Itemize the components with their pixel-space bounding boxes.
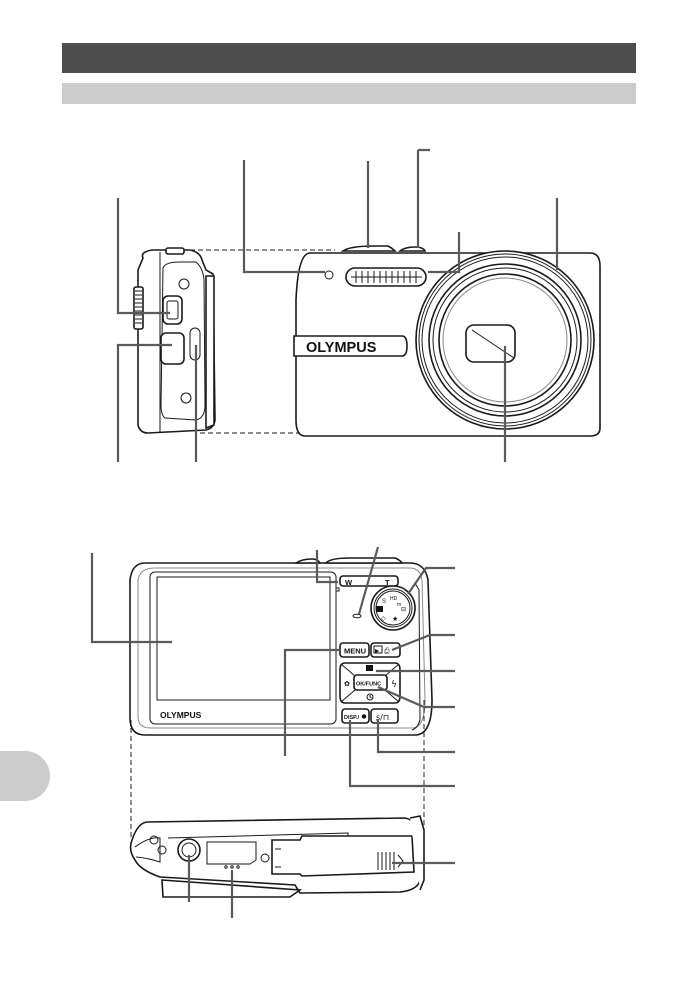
lens-icon [415,250,595,430]
svg-text:S: S [382,599,386,605]
front-logo-plate [293,335,408,357]
subsection-header-bar [62,83,636,104]
indicator-lamp-icon [352,613,362,619]
menu-button-label: MENU [344,647,366,656]
battery-card-cover [271,835,415,877]
exposure-compensation-icon [366,665,373,671]
leader-self-timer-lamp [242,160,325,274]
disp-button[interactable] [341,708,370,724]
macro-icon: ✿ [344,680,350,688]
leader-ok-func-button [377,685,455,709]
av-out-cover-icon [160,332,185,365]
lcd-monitor [156,576,331,701]
leader-monitor [90,553,172,644]
erase-button[interactable] [370,708,399,724]
svg-text:m: m [397,602,401,608]
self-timer-icon [366,693,374,701]
power-button-icon [397,246,427,252]
leader-disp-button [348,720,455,788]
chapter-side-tab [0,751,50,801]
leader-indicator-lamp [357,546,380,615]
zoom-tele-label: T [385,578,390,587]
leader-menu-button [283,648,340,756]
svg-text:HD: HD [390,596,398,602]
leader-power-button [416,148,430,248]
back-bottom-leader-lines [90,546,455,918]
camera-bottom-view [129,815,425,898]
camera-back-view: OLYMPUS W T S HD m ⊟ ★ ◇ MENU ▶ ⎙ [129,557,433,736]
svg-text:◇: ◇ [381,616,386,622]
leader-zoom-ring [116,198,170,315]
mode-dial-icon: S HD m ⊟ ★ ◇ [370,585,416,631]
camera-side-view [133,247,216,434]
back-brand-logo: OLYMPUS [160,710,202,720]
zoom-wide-label: W [345,578,353,587]
leader-mode-dial [407,566,455,595]
speaker-icon [236,865,240,869]
ok-func-button-label: OK/FUNC [356,682,381,688]
leader-usb-cover [116,343,172,462]
self-timer-lamp-icon [324,270,334,280]
shutter-button-icon [340,245,397,252]
cover-lock-icon [377,852,404,870]
leader-playback-button [391,633,455,652]
front-side-leader-lines [116,148,559,462]
front-brand-logo: OLYMPUS [306,340,377,356]
camera-front-view: OLYMPUS [293,245,601,437]
leader-erase-button [376,720,455,754]
playback-icon: ▶ [375,649,380,655]
svg-text:⊟: ⊟ [401,607,406,613]
flash-mode-icon: ϟ [391,680,397,690]
arrow-pad[interactable]: OK/FUNC ✿ ϟ [339,662,401,704]
disp-button-label: DISP./ [344,715,360,721]
svg-text:★: ★ [392,615,398,623]
usb-connector-cover-icon [162,295,183,325]
erase-icon: ʂ/⊓ [376,713,389,722]
print-icon: ⎙ [384,647,390,655]
leader-zoom-lever [315,550,338,584]
section-header-bar [62,43,636,73]
leader-flash [428,232,461,274]
